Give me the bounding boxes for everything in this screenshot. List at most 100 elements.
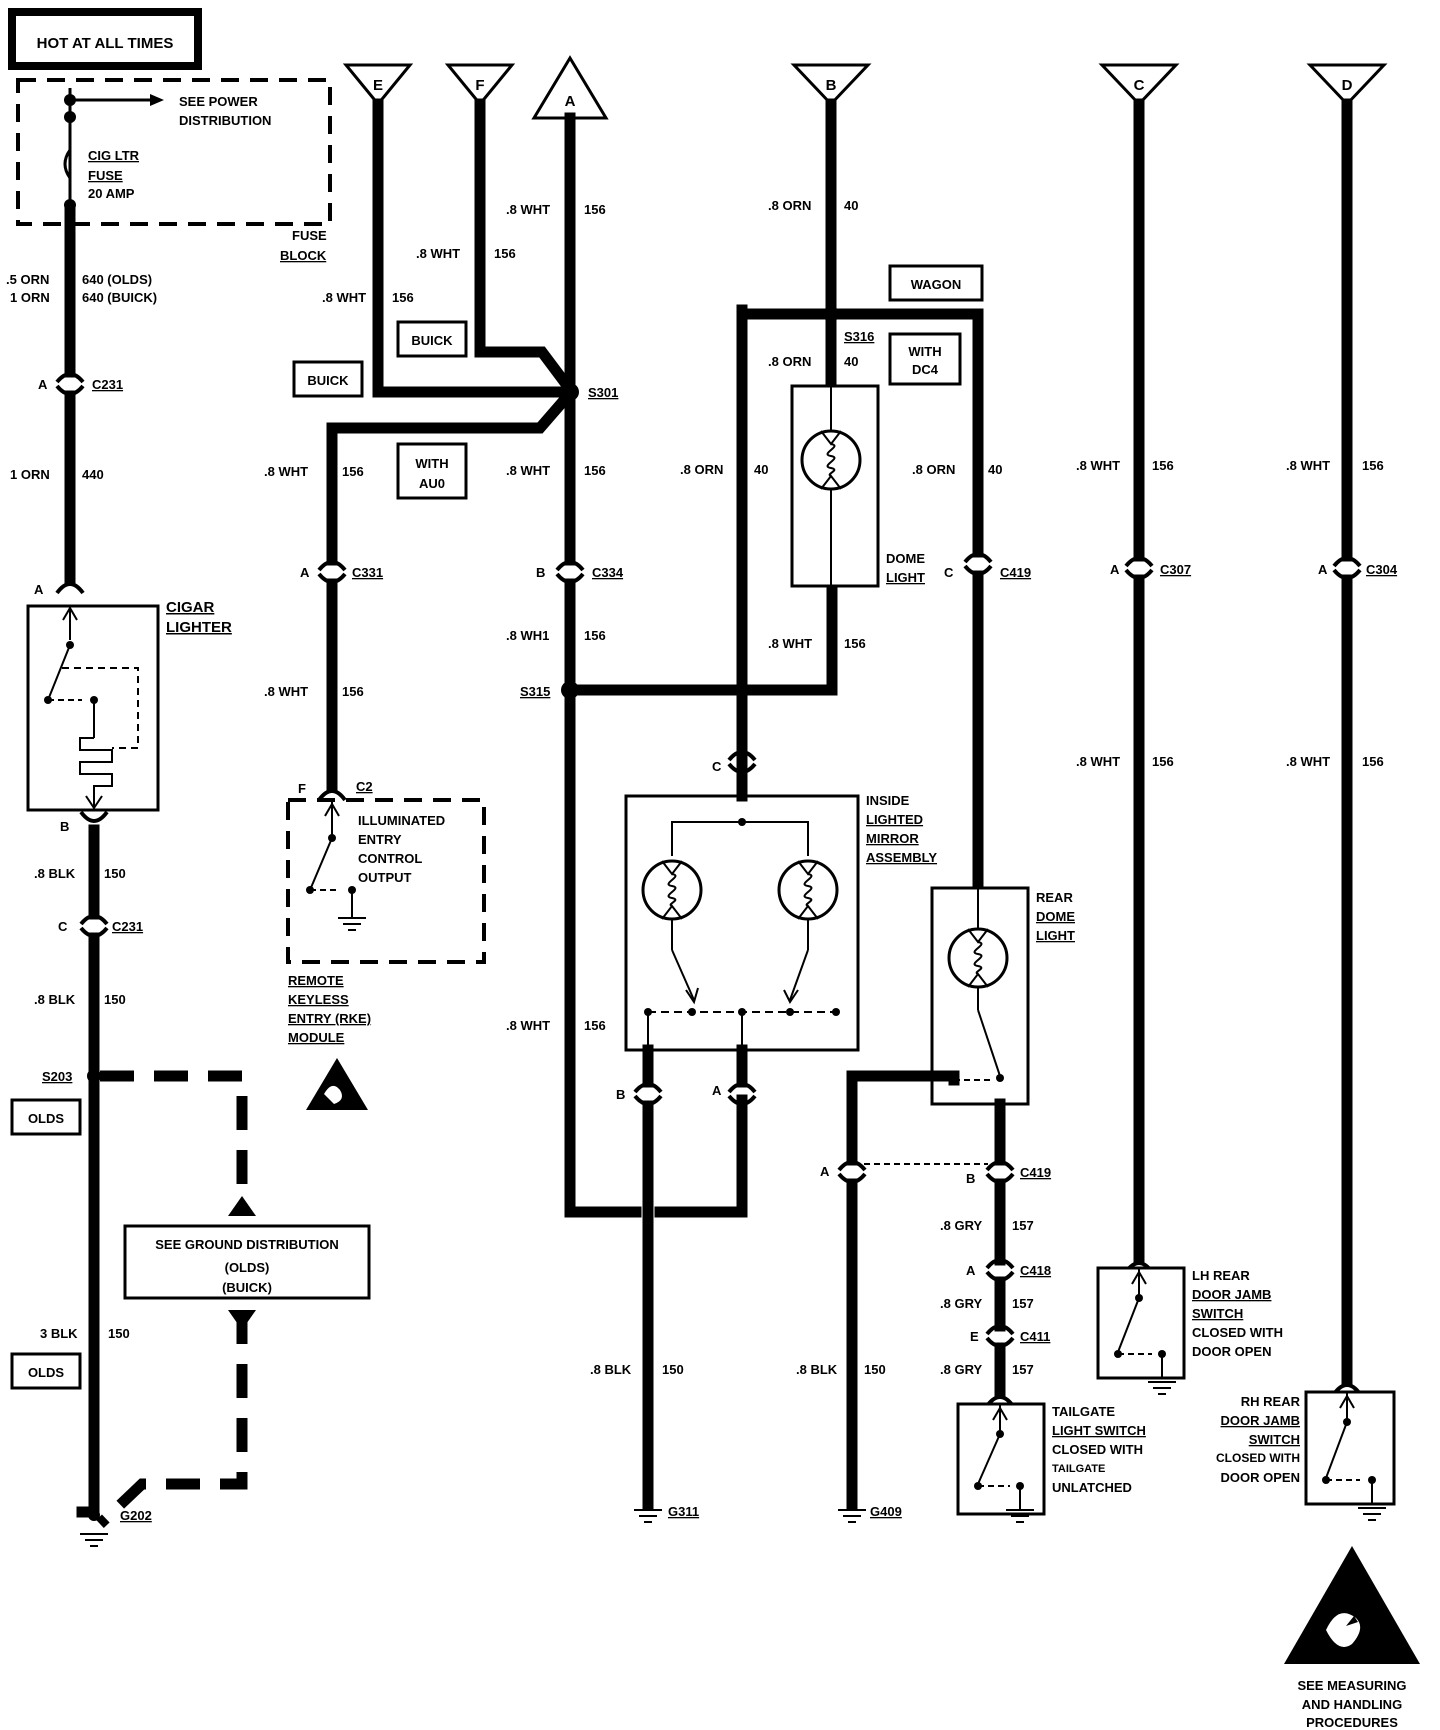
- wire-label-circuit: 40: [754, 462, 768, 477]
- splice-label: S316: [844, 329, 874, 344]
- wire-label-circuit: 156: [494, 246, 516, 261]
- connector-pin: B: [966, 1171, 975, 1186]
- fuse-block-label-1: FUSE: [292, 228, 327, 243]
- wire-label-gauge: .8 WHT: [506, 1018, 550, 1033]
- wire-label-gauge: .8 WHT: [506, 202, 550, 217]
- mirror-label-1: INSIDE: [866, 793, 910, 808]
- tailgate-label-2: LIGHT SWITCH: [1052, 1423, 1146, 1438]
- wire-label-gauge: .8 GRY: [940, 1218, 982, 1233]
- wire-label-circuit: 156: [1362, 754, 1384, 769]
- connector-arrow-c: [1098, 63, 1180, 107]
- arrow-down-icon: [228, 1310, 256, 1330]
- connector-pin: A: [300, 565, 310, 580]
- splice-label: S315: [520, 684, 550, 699]
- connector-c304: C304: [1366, 562, 1398, 577]
- rke-label-3: ENTRY (RKE): [288, 1011, 371, 1026]
- connector-pin: B: [616, 1087, 625, 1102]
- connector-pin: A: [1110, 562, 1120, 577]
- connector-pin: E: [970, 1329, 979, 1344]
- wire-label-circuit: 156: [1152, 754, 1174, 769]
- wire-label-circuit: 157: [1012, 1296, 1034, 1311]
- wire-label-circuit: 156: [584, 628, 606, 643]
- connector-pin: B: [60, 819, 69, 834]
- connector-c331: C331: [352, 565, 383, 580]
- olds-badge: OLDS: [28, 1365, 64, 1380]
- see-power-2: DISTRIBUTION: [179, 113, 271, 128]
- ground-g311: G311: [668, 1504, 699, 1519]
- arrow-label-a: A: [565, 93, 576, 110]
- connector-pin: C: [712, 759, 722, 774]
- with-dc4-1: WITH: [908, 344, 941, 359]
- ground-dist-1: SEE GROUND DISTRIBUTION: [155, 1237, 338, 1252]
- connector-pin: A: [38, 377, 48, 392]
- wire-label-gauge: .8 GRY: [940, 1296, 982, 1311]
- wire-label-gauge: .8 WHT: [506, 463, 550, 478]
- wire-label-gauge: .8 WHT: [1286, 754, 1330, 769]
- splice-label: S301: [588, 385, 618, 400]
- esd-warning-icon: [1284, 1546, 1420, 1664]
- ground-distribution-box: [123, 1224, 371, 1300]
- connector-pin: A: [712, 1083, 722, 1098]
- wire-label-gauge: .8 WHT: [264, 684, 308, 699]
- esd-label-1: SEE MEASURING: [1297, 1678, 1406, 1693]
- rke-module-box: [286, 798, 486, 964]
- wire-label-circuit: 40: [844, 354, 858, 369]
- esd-label-2: AND HANDLING: [1302, 1697, 1402, 1712]
- connector-c418: C418: [1020, 1263, 1051, 1278]
- wire-label-gauge: .8 WH1: [506, 628, 549, 643]
- esd-warning-icon: [306, 1058, 368, 1110]
- tailgate-label-5: UNLATCHED: [1052, 1480, 1132, 1495]
- rh-label-4: CLOSED WITH: [1216, 1451, 1300, 1465]
- ground-g409: G409: [870, 1504, 902, 1519]
- lh-label-3: SWITCH: [1192, 1306, 1243, 1321]
- wire-label-circuit: 640 (BUICK): [82, 290, 157, 305]
- cigar-lighter-circuit: .5 ORN 640 (OLDS) 1 ORN 640 (BUICK) A C2…: [6, 204, 371, 1547]
- wagon-badge: WAGON: [911, 277, 962, 292]
- wire-label-circuit: 156: [844, 636, 866, 651]
- wire-label-circuit: 150: [104, 866, 126, 881]
- fuse-block-label-2: BLOCK: [280, 248, 327, 263]
- lighter-label-2: LIGHTER: [166, 619, 232, 636]
- with-au0-2: AU0: [419, 476, 445, 491]
- connector-c419: C419: [1000, 565, 1031, 580]
- wire-label-gauge: .8 WHT: [1076, 754, 1120, 769]
- wire-label-gauge: .8 ORN: [680, 462, 723, 477]
- inside-lighted-mirror-box: [624, 794, 860, 1052]
- connector-c2: C2: [356, 779, 373, 794]
- connector-pin: C: [944, 565, 954, 580]
- wire-label-gauge: .8 ORN: [768, 198, 811, 213]
- ground-dist-2: (OLDS): [225, 1260, 270, 1275]
- arrow-up-icon: [228, 1196, 256, 1216]
- rear-dome-label-1: REAR: [1036, 890, 1073, 905]
- lighter-label-1: CIGAR: [166, 599, 215, 616]
- rh-label-5: DOOR OPEN: [1221, 1470, 1300, 1485]
- wire-label-gauge: 1 ORN: [10, 290, 50, 305]
- wire-label-circuit: 156: [1362, 458, 1384, 473]
- wire-label-circuit: 40: [988, 462, 1002, 477]
- lh-label-4: CLOSED WITH: [1192, 1325, 1283, 1340]
- connector-c231: C231: [112, 919, 143, 934]
- connector-arrow-d: [1306, 63, 1388, 107]
- lh-label-2: DOOR JAMB: [1192, 1287, 1271, 1302]
- wire-label-circuit: 640 (OLDS): [82, 272, 152, 287]
- connector-pin: A: [1318, 562, 1328, 577]
- with-dc4-2: DC4: [912, 362, 939, 377]
- esd-notice: SEE MEASURING AND HANDLING PROCEDURES: [1284, 1546, 1420, 1730]
- wire-label-gauge: .8 GRY: [940, 1362, 982, 1377]
- connector-pin: A: [34, 582, 44, 597]
- wire-label-gauge: .8 BLK: [796, 1362, 838, 1377]
- iec-label-4: OUTPUT: [358, 870, 412, 885]
- rear-dome-label-2: DOME: [1036, 909, 1075, 924]
- connector-c231: C231: [92, 377, 123, 392]
- connector-pin: A: [820, 1164, 830, 1179]
- buick-badge: BUICK: [411, 333, 453, 348]
- arrow-right-icon: [150, 94, 164, 106]
- wire-label-circuit: 150: [662, 1362, 684, 1377]
- wire-label-gauge: .8 WHT: [1076, 458, 1120, 473]
- hot-at-all-times-box: HOT AT ALL TIMES: [8, 8, 202, 70]
- connector-pin: C: [58, 919, 68, 934]
- splice-s203: [87, 1069, 101, 1083]
- dome-label-1: DOME: [886, 551, 925, 566]
- fuse-rating: 20 AMP: [88, 186, 135, 201]
